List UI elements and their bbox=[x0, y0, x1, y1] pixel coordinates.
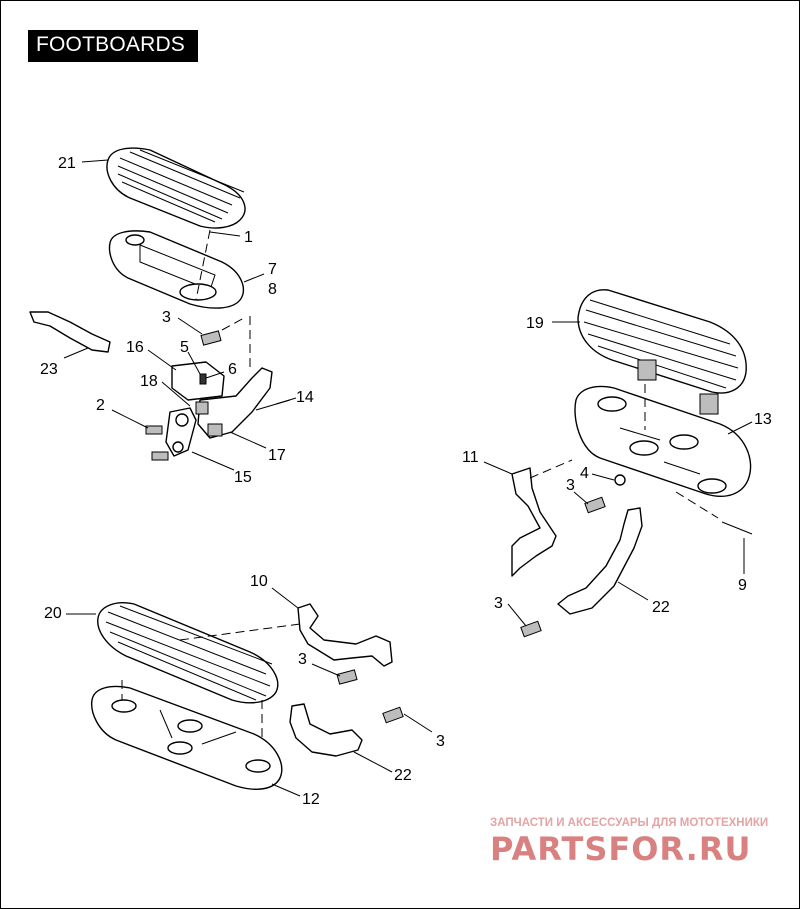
callout-16: 16 bbox=[126, 339, 144, 356]
part-10-bracket bbox=[297, 603, 393, 667]
title-box bbox=[28, 30, 198, 62]
watermark-brand: PARTSFOR.RU bbox=[490, 830, 751, 868]
part-22-mount-bracket-right bbox=[557, 507, 643, 615]
part-7-footboard-base bbox=[108, 230, 245, 309]
part-2-bolt-lower bbox=[151, 451, 169, 461]
callout-23: 23 bbox=[40, 361, 58, 378]
callout-15: 15 bbox=[234, 469, 252, 486]
callout-2: 2 bbox=[96, 397, 105, 414]
part-3-bolt-right-upper bbox=[584, 496, 606, 514]
callout-3-right-lower: 3 bbox=[494, 595, 503, 612]
callout-labels: 21 1 7 8 3 16 5 6 18 23 2 14 17 15 19 13… bbox=[40, 155, 772, 808]
callout-13: 13 bbox=[754, 411, 772, 428]
watermark-tagline: ЗАПЧАСТИ И АКСЕССУАРЫ ДЛЯ МОТОТЕХНИКИ bbox=[490, 817, 768, 829]
part-3-bolt-lower-a bbox=[336, 669, 358, 685]
callout-3-right-upper: 3 bbox=[566, 477, 575, 494]
callout-6: 6 bbox=[228, 361, 237, 378]
part-22-mount-bracket-lower bbox=[289, 703, 363, 757]
part-9-bolt bbox=[721, 521, 753, 535]
part-17-pivot-arm bbox=[197, 367, 273, 439]
part-12-footboard-base bbox=[91, 685, 283, 790]
callout-14: 14 bbox=[296, 389, 314, 406]
callout-19: 19 bbox=[526, 315, 544, 332]
part-3-bolt-upper-left bbox=[200, 330, 222, 346]
part-4-nut bbox=[614, 474, 626, 486]
callout-11: 11 bbox=[462, 449, 479, 466]
part-17-pin bbox=[207, 423, 223, 437]
callout-8: 8 bbox=[268, 281, 277, 298]
part-19-footboard-pad bbox=[577, 289, 747, 415]
callout-3-lower-b: 3 bbox=[436, 733, 445, 750]
part-15-clamp bbox=[165, 407, 197, 457]
leader-lines bbox=[63, 159, 753, 797]
part-21-footboard-pad bbox=[106, 147, 246, 229]
callout-21: 21 bbox=[58, 155, 76, 172]
part-23-heel-plate bbox=[29, 311, 111, 353]
page-title: FOOTBOARDS bbox=[36, 33, 186, 56]
callout-9: 9 bbox=[738, 577, 747, 594]
callout-22-lower: 22 bbox=[394, 767, 412, 784]
callout-20: 20 bbox=[44, 605, 62, 622]
part-20-footboard-pad bbox=[97, 602, 279, 704]
callout-3: 3 bbox=[162, 309, 171, 326]
part-5-screw bbox=[199, 373, 207, 385]
callout-4: 4 bbox=[580, 465, 589, 482]
part-13-footboard-base bbox=[574, 385, 752, 498]
callout-3-lower-a: 3 bbox=[298, 651, 307, 668]
part-3-bolt-lower-b bbox=[382, 706, 404, 724]
callout-5: 5 bbox=[180, 339, 189, 356]
part-16-bracket bbox=[171, 361, 225, 401]
callout-12: 12 bbox=[302, 791, 320, 808]
part-3-bolt-right-lower bbox=[520, 620, 542, 638]
callout-10: 10 bbox=[250, 573, 268, 590]
callout-7: 7 bbox=[268, 261, 277, 278]
part-11-mount-bracket bbox=[511, 467, 557, 577]
callout-18: 18 bbox=[140, 373, 158, 390]
callout-17: 17 bbox=[268, 447, 286, 464]
watermark: ЗАПЧАСТИ И АКСЕССУАРЫ ДЛЯ МОТОТЕХНИКИ PA… bbox=[490, 817, 768, 868]
callout-1: 1 bbox=[244, 229, 253, 246]
part-2-bolt bbox=[145, 425, 163, 435]
callout-22-right: 22 bbox=[652, 599, 670, 616]
part-18-pin bbox=[195, 401, 209, 415]
